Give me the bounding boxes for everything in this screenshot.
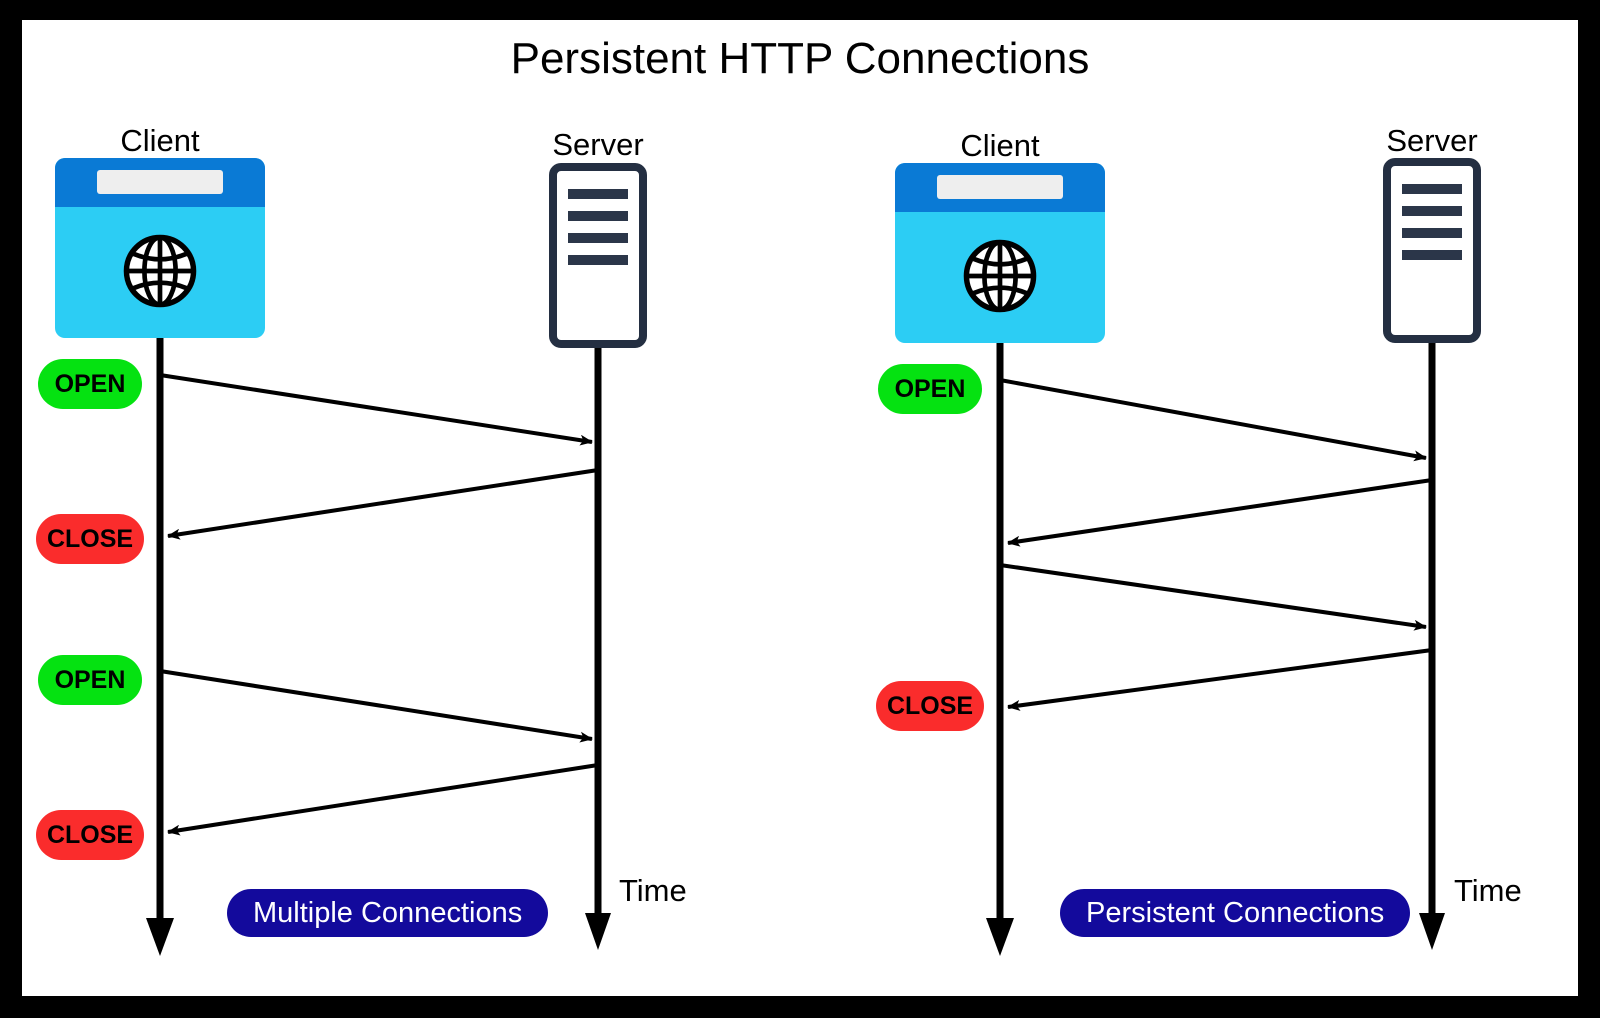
right-message-3-request xyxy=(999,563,1427,631)
left-client-titlebar xyxy=(55,158,265,207)
server-slot-3 xyxy=(567,233,629,243)
left-client-icon[interactable] xyxy=(55,158,265,338)
server-slot-4 xyxy=(1401,250,1463,260)
right-client-icon[interactable] xyxy=(895,163,1105,343)
left-badge-open-1[interactable]: OPEN xyxy=(38,359,142,409)
right-message-4-response xyxy=(1007,648,1433,711)
right-client-titlebar xyxy=(895,163,1105,212)
left-badge-close-1[interactable]: CLOSE xyxy=(36,514,144,564)
right-server-lifeline-arrowhead xyxy=(1419,913,1445,950)
sequence-arrows-layer xyxy=(146,332,1445,956)
left-server-label: Server xyxy=(552,127,644,162)
right-client-label: Client xyxy=(960,128,1040,163)
server-slot-4 xyxy=(567,255,629,265)
left-client-lifeline-arrowhead xyxy=(146,918,174,956)
left-message-4-response xyxy=(167,763,599,836)
right-badge-close-1[interactable]: CLOSE xyxy=(876,681,984,731)
right-time-label: Time xyxy=(1454,873,1522,908)
server-slot-2 xyxy=(567,211,629,221)
server-slot-2 xyxy=(1401,206,1463,216)
left-message-3-request xyxy=(159,669,593,743)
left-message-2-response xyxy=(167,468,599,540)
globe-icon xyxy=(961,237,1039,315)
server-slot-1 xyxy=(567,189,629,199)
right-server-label: Server xyxy=(1386,123,1478,158)
left-server-icon[interactable] xyxy=(549,163,647,348)
right-client-url-bar[interactable] xyxy=(937,175,1063,199)
right-message-2-response xyxy=(1007,478,1433,547)
right-client-lifeline-arrowhead xyxy=(986,918,1014,956)
server-slot-3 xyxy=(1401,228,1463,238)
left-time-label: Time xyxy=(619,873,687,908)
left-badge-close-2[interactable]: CLOSE xyxy=(36,810,144,860)
page-title: Persistent HTTP Connections xyxy=(510,34,1090,83)
right-badge-open-1[interactable]: OPEN xyxy=(878,364,982,414)
left-server-lifeline-arrowhead xyxy=(585,913,611,950)
right-panel-caption: Persistent Connections xyxy=(1060,889,1411,937)
right-message-1-request xyxy=(999,378,1427,462)
diagram-canvas: Persistent HTTP Connections xyxy=(22,20,1578,996)
left-badge-open-2[interactable]: OPEN xyxy=(38,655,142,705)
globe-icon xyxy=(121,232,199,310)
left-message-1-request xyxy=(159,373,593,446)
right-server-icon[interactable] xyxy=(1383,158,1481,343)
left-client-label: Client xyxy=(120,123,200,158)
server-slot-1 xyxy=(1401,184,1463,194)
left-client-url-bar[interactable] xyxy=(97,170,223,194)
left-panel-caption: Multiple Connections xyxy=(227,889,549,937)
